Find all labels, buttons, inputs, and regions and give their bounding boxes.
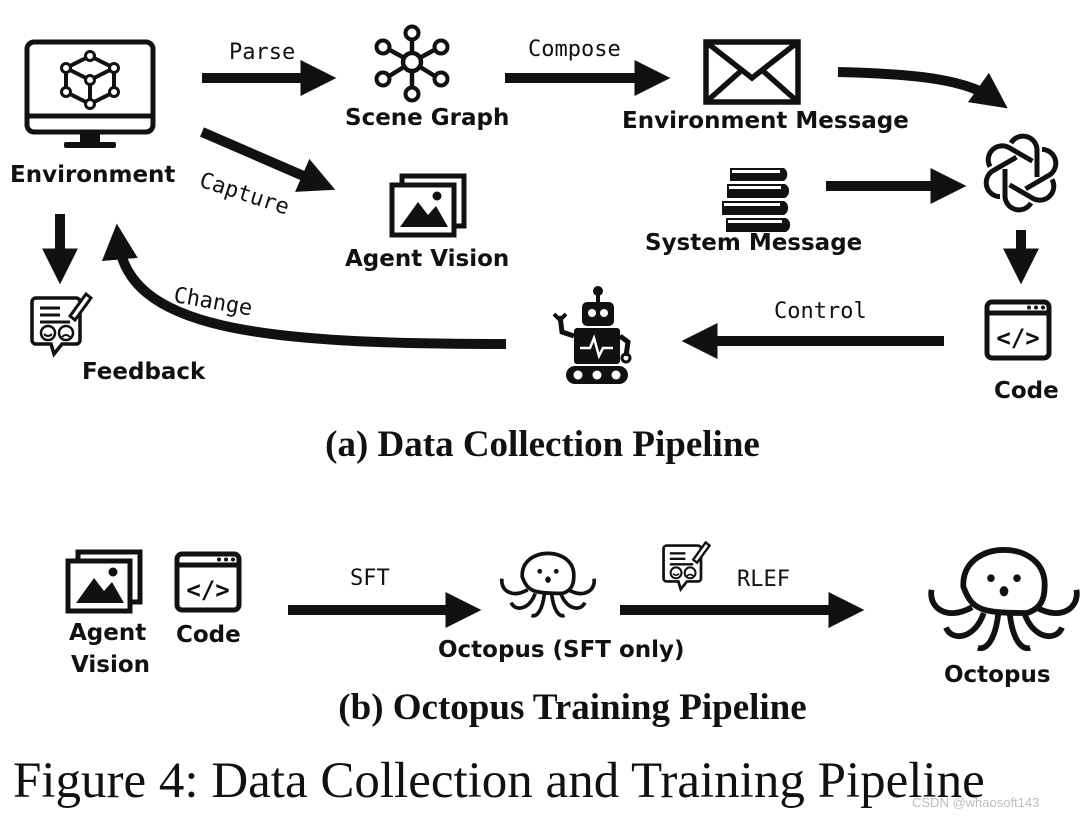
panel-b-caption: (b) Octopus Training Pipeline	[338, 687, 807, 728]
feedback-icon	[662, 541, 711, 591]
node-code-label: Code	[176, 622, 241, 648]
node-environment-label: Environment	[10, 162, 176, 188]
node-octopus-label: Octopus	[944, 662, 1051, 688]
monitor-cube-icon	[24, 39, 156, 148]
arrow-change	[101, 223, 507, 349]
code-window-icon	[177, 554, 239, 610]
arrow-env-message-to-llm	[837, 67, 1008, 109]
watermark: CSDN @whaosoft143	[912, 795, 1040, 810]
node-code-label: Code	[994, 378, 1059, 404]
octopus-icon	[931, 550, 1077, 648]
node-environment-message-label: Environment Message	[622, 108, 909, 134]
scene-graph-icon	[374, 24, 450, 103]
robot-icon	[552, 286, 632, 384]
envelope-icon	[703, 39, 801, 105]
node-agent-vision-line1: Agent	[69, 620, 147, 646]
image-stack-icon	[68, 552, 140, 611]
node-feedback-label: Feedback	[82, 359, 206, 385]
node-octopus-sft-label: Octopus (SFT only)	[438, 637, 685, 663]
edge-rlef-label: RLEF	[737, 567, 790, 592]
node-agent-vision-label: Agent Vision	[345, 246, 510, 272]
edge-sft-label: SFT	[350, 566, 390, 591]
edge-compose-label: Compose	[528, 37, 621, 62]
node-scene-graph-label: Scene Graph	[345, 105, 510, 131]
openai-logo-icon	[983, 133, 1059, 213]
edge-control-label: Control	[774, 299, 867, 324]
node-agent-vision-line2: Vision	[71, 652, 151, 678]
book-stack-icon	[722, 168, 791, 232]
arrow-capture	[200, 127, 336, 192]
figure-caption: Figure 4: Data Collection and Training P…	[13, 753, 985, 809]
panel-a-caption: (a) Data Collection Pipeline	[325, 424, 760, 465]
node-system-message-label: System Message	[645, 230, 863, 256]
edge-parse-label: Parse	[229, 40, 296, 65]
code-window-icon	[987, 302, 1049, 358]
octopus-icon	[499, 551, 597, 618]
image-stack-icon	[392, 176, 464, 235]
feedback-icon	[30, 292, 93, 356]
panel-a-arrows	[42, 60, 1039, 359]
